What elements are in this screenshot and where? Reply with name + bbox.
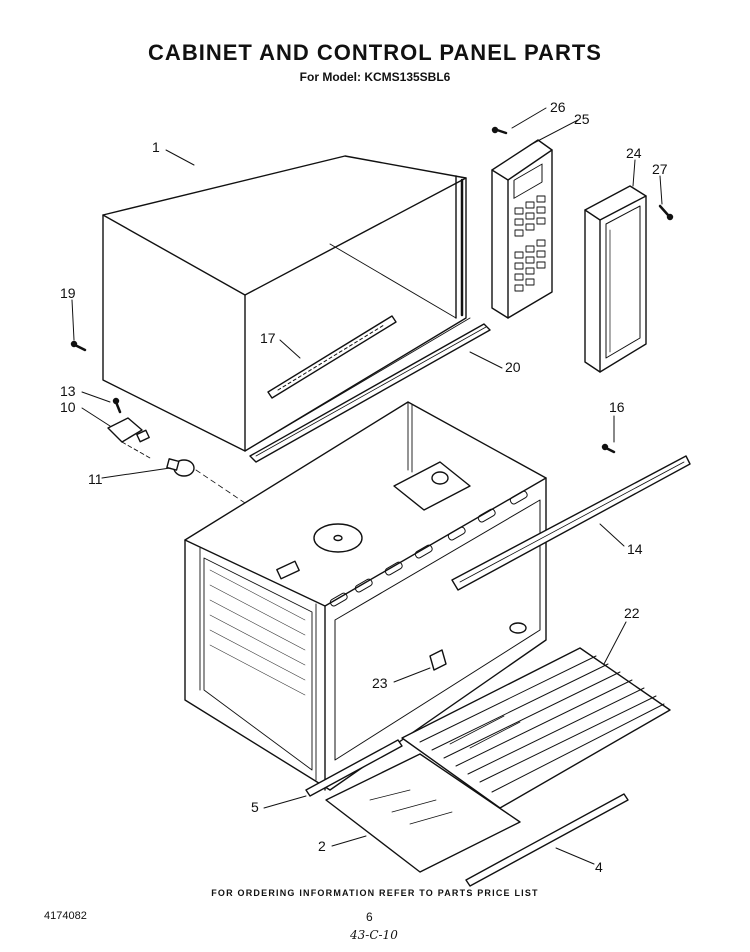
callout-19: 19 bbox=[60, 285, 76, 301]
callout-25: 25 bbox=[574, 111, 590, 127]
screws bbox=[70, 126, 674, 454]
bottom-tray bbox=[401, 647, 671, 809]
page-title: CABINET AND CONTROL PANEL PARTS bbox=[148, 40, 602, 65]
callout-24: 24 bbox=[626, 145, 642, 161]
door-frame bbox=[584, 185, 647, 373]
document-number: 4174082 bbox=[44, 910, 87, 922]
screw-27 bbox=[658, 204, 674, 221]
screw-13 bbox=[112, 397, 122, 414]
model-subtitle: For Model: KCMS135SBL6 bbox=[299, 70, 451, 84]
callout-labels: 1 2 4 5 10 11 13 14 16 17 19 20 22 23 24… bbox=[60, 99, 668, 875]
control-panel bbox=[491, 139, 553, 319]
screw-19 bbox=[70, 340, 87, 352]
callout-11: 11 bbox=[88, 471, 103, 487]
leader-lines bbox=[71, 107, 663, 865]
front-trim-rail bbox=[249, 323, 491, 463]
handwritten-note: 43-C-10 bbox=[350, 928, 398, 942]
callout-4: 4 bbox=[595, 859, 603, 875]
callout-17: 17 bbox=[260, 330, 276, 346]
switch-actuator bbox=[429, 649, 447, 671]
callout-14: 14 bbox=[627, 541, 643, 557]
callout-2: 2 bbox=[318, 838, 326, 854]
top-rail bbox=[451, 455, 691, 591]
callout-13: 13 bbox=[60, 383, 76, 399]
oven-chassis bbox=[184, 401, 547, 791]
screw-26 bbox=[491, 126, 508, 135]
glass-shelf bbox=[325, 753, 521, 873]
callout-10: 10 bbox=[60, 399, 76, 415]
callout-27: 27 bbox=[652, 161, 668, 177]
trim-strip-right bbox=[465, 793, 629, 887]
callout-20: 20 bbox=[505, 359, 521, 375]
callout-5: 5 bbox=[251, 799, 259, 815]
callout-22: 22 bbox=[624, 605, 640, 621]
callout-1: 1 bbox=[152, 139, 160, 155]
bracket-strip bbox=[267, 315, 397, 399]
ordering-note: FOR ORDERING INFORMATION REFER TO PARTS … bbox=[211, 888, 539, 898]
cabinet-wrapper bbox=[102, 155, 471, 452]
trim-strip-left bbox=[305, 739, 403, 797]
page-number: 6 bbox=[366, 910, 373, 924]
screw-16 bbox=[601, 443, 616, 454]
callout-26: 26 bbox=[550, 99, 566, 115]
callout-16: 16 bbox=[609, 399, 625, 415]
callout-23: 23 bbox=[372, 675, 388, 691]
